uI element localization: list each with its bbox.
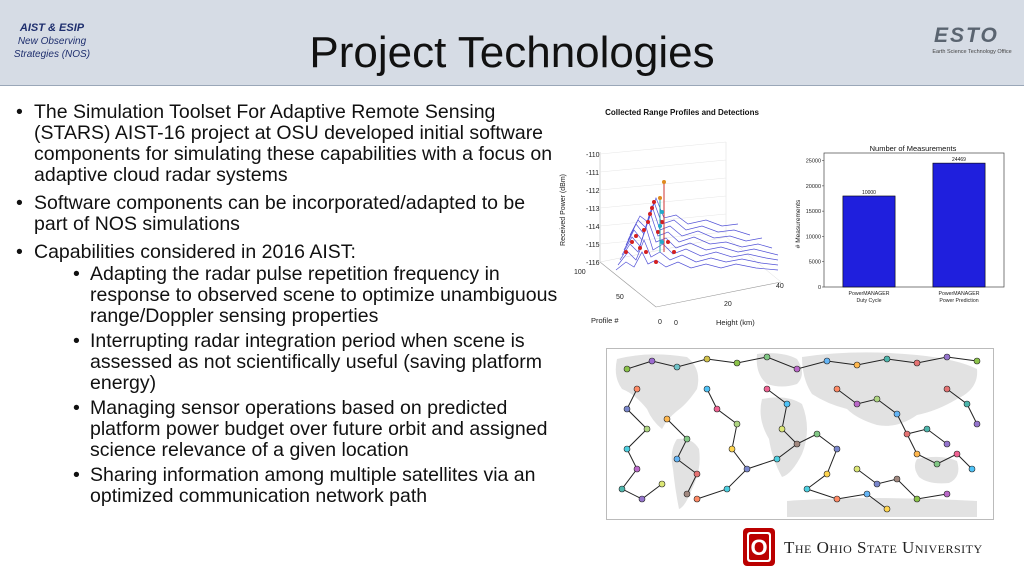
- z-tick: -111: [586, 170, 599, 177]
- slide-title: Project Technologies: [309, 28, 715, 77]
- bullet-content: The Simulation Toolset For Adaptive Remo…: [16, 102, 564, 514]
- y-tick-label: 25000: [806, 159, 821, 165]
- osu-block-o-icon: O: [743, 528, 775, 566]
- esto-logo-subtitle: Earth Science Technology Office: [932, 49, 1012, 55]
- chart-title: Number of Measurements: [870, 144, 957, 153]
- bar-data-label: 10000: [862, 190, 876, 196]
- measurements-bar-chart: Number of Measurements # Measurements 0 5…: [795, 144, 1005, 304]
- chart-y-axis-label: # Measurements: [795, 199, 802, 248]
- y-tick-label: 15000: [806, 209, 821, 215]
- y-tick: 0: [674, 320, 678, 327]
- osu-logo: O The Ohio State University: [742, 527, 1014, 567]
- z-tick: -112: [586, 188, 600, 195]
- bar: [842, 195, 896, 288]
- sub-bullet-text: Sharing information among multiple satel…: [90, 464, 536, 507]
- z-axis-label: Received Power (dBm): [560, 174, 567, 246]
- bullet-text: The Simulation Toolset For Adaptive Remo…: [34, 101, 553, 186]
- bullet-item: Capabilities considered in 2016 AIST: Ad…: [16, 242, 564, 507]
- world-map-image: [615, 352, 981, 517]
- y-tick-label: 5000: [809, 260, 821, 266]
- sub-bullet-text: Adapting the radar pulse repetition freq…: [90, 263, 558, 327]
- aist-esip-brand: AIST & ESIP New Observing Strategies (NO…: [8, 22, 96, 61]
- sub-bullet-item: Interrupting radar integration period wh…: [34, 331, 564, 394]
- slide-header: AIST & ESIP New Observing Strategies (NO…: [0, 0, 1024, 86]
- y-axis-label: Height (km): [716, 318, 755, 327]
- range-profiles-plot: Collected Range Profiles and Detections …: [560, 108, 784, 327]
- y-tick: 20: [724, 301, 732, 308]
- osu-logo-letter: O: [750, 535, 767, 560]
- bullet-text: Capabilities considered in 2016 AIST:: [34, 241, 356, 263]
- esto-logo: ESTO Earth Science Technology Office: [930, 24, 1014, 58]
- bar-data-label: 24469: [952, 157, 966, 163]
- satellite-network-map: [606, 348, 994, 520]
- bullet-item: Software components can be incorporated/…: [16, 193, 564, 235]
- x-category-label: PowerMANAGER: [849, 291, 890, 297]
- brand-line-3: Strategies (NOS): [13, 49, 91, 60]
- y-tick-label: 20000: [806, 184, 821, 190]
- y-tick-label: 0: [818, 285, 821, 291]
- y-tick-label: 10000: [806, 234, 821, 240]
- x-category-label: PowerMANAGER: [939, 291, 980, 297]
- x-category-label: Power Prediction: [939, 298, 978, 304]
- bullet-list: The Simulation Toolset For Adaptive Remo…: [16, 102, 564, 507]
- bullet-text: Software components can be incorporated/…: [34, 192, 526, 235]
- bar: [932, 162, 986, 288]
- sub-bullet-item: Managing sensor operations based on pred…: [34, 398, 564, 461]
- sub-bullet-text: Managing sensor operations based on pred…: [90, 397, 548, 461]
- bullet-item: The Simulation Toolset For Adaptive Remo…: [16, 102, 564, 186]
- x-axis-label: Profile #: [591, 316, 619, 325]
- chart-plot-frame: [823, 152, 1005, 288]
- x-tick: 0: [658, 319, 662, 326]
- brand-line-1: AIST & ESIP: [19, 22, 85, 34]
- x-category-label: Duty Cycle: [856, 298, 881, 304]
- sub-bullet-list: Adapting the radar pulse repetition freq…: [34, 264, 564, 507]
- esto-logo-word: ESTO: [934, 24, 999, 47]
- x-tick: 100: [574, 269, 586, 276]
- plot3d-title: Collected Range Profiles and Detections: [605, 108, 759, 117]
- z-tick: -110: [586, 152, 600, 159]
- sub-bullet-text: Interrupting radar integration period wh…: [90, 330, 542, 394]
- z-tick: -116: [586, 260, 600, 267]
- sub-bullet-item: Adapting the radar pulse repetition freq…: [34, 264, 564, 327]
- z-tick: -113: [586, 206, 600, 213]
- z-tick: -115: [586, 242, 600, 249]
- osu-wordmark: The Ohio State University: [784, 538, 983, 557]
- sub-bullet-item: Sharing information among multiple satel…: [34, 465, 564, 507]
- x-tick: 50: [616, 294, 624, 301]
- brand-line-2: New Observing: [17, 36, 87, 47]
- y-tick: 40: [776, 283, 784, 290]
- z-tick: -114: [586, 224, 600, 231]
